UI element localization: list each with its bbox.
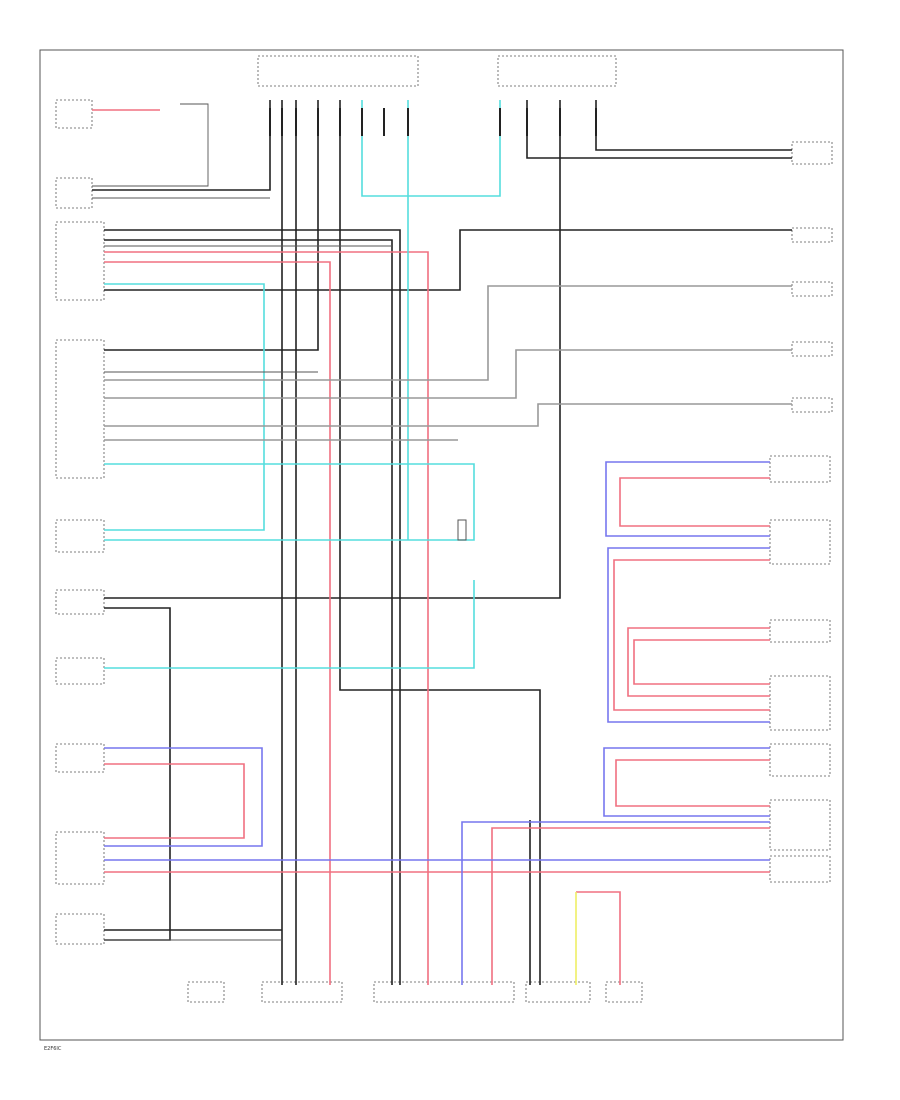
wire-thin-1 [92, 103, 209, 187]
left-module-8 [55, 743, 105, 773]
wire-black-8 [104, 100, 561, 599]
diagram-frame [39, 49, 844, 1041]
wire-black-1 [92, 100, 271, 191]
wire-black-9 [104, 607, 171, 941]
wire-blue-5 [603, 747, 770, 817]
wires-red [92, 109, 770, 985]
top-module-right [497, 55, 617, 87]
left-module-7 [55, 657, 105, 685]
left-module-2 [55, 177, 93, 209]
bottom-module-2 [261, 981, 343, 1003]
wire-red-4 [104, 763, 245, 839]
wire-red-3 [104, 261, 331, 985]
wire-cyan-1 [104, 283, 265, 531]
bottom-module-3 [373, 981, 515, 1003]
wire-gray-1 [104, 285, 792, 381]
wires-cyan [104, 100, 501, 669]
wires-black [92, 100, 792, 985]
wire-black-12 [595, 100, 792, 151]
right-module-5 [791, 397, 833, 413]
left-module-10 [55, 913, 105, 945]
right-module-2 [791, 227, 833, 243]
right-module-6 [769, 455, 831, 483]
wire-red-12 [633, 639, 770, 685]
wire-black-13 [104, 229, 792, 291]
wire-blue-4 [607, 547, 770, 723]
right-module-9 [769, 675, 831, 731]
wires-blue [104, 461, 770, 985]
left-module-6 [55, 589, 105, 615]
wire-gray-2 [104, 349, 792, 399]
wire-gray-3 [104, 403, 792, 427]
wire-blue-6 [461, 821, 770, 985]
top-module-left [257, 55, 419, 87]
right-module-11 [769, 799, 831, 851]
left-module-5 [55, 519, 105, 553]
wire-blue-3 [605, 461, 770, 537]
bottom-module-1 [187, 981, 225, 1003]
wire-red-9 [615, 759, 770, 807]
wire-black-6 [104, 100, 319, 351]
left-module-3 [55, 221, 105, 301]
wire-red-10 [491, 827, 770, 985]
wire-black-5 [104, 239, 393, 985]
wire-black-4 [104, 229, 401, 985]
resistor-symbol [457, 519, 467, 541]
right-module-7 [769, 519, 831, 565]
wires-thin [92, 103, 392, 941]
wire-red-8 [627, 627, 770, 697]
wires-gray [104, 285, 792, 441]
right-module-1 [791, 141, 833, 165]
right-module-12 [769, 855, 831, 883]
left-module-4 [55, 339, 105, 479]
wire-red-2 [104, 251, 429, 985]
right-module-8 [769, 619, 831, 643]
connector-ticks [269, 108, 597, 136]
diagram-code: E2F6IC [44, 1046, 62, 1052]
bottom-module-4 [525, 981, 591, 1003]
right-module-10 [769, 743, 831, 777]
wire-red-7 [613, 559, 770, 711]
wire-blue-1 [104, 747, 263, 847]
wire-cyan-2 [104, 463, 475, 541]
right-module-3 [791, 281, 833, 297]
wire-cyan-3 [104, 580, 475, 669]
right-module-4 [791, 341, 833, 357]
wire-red-6 [619, 477, 770, 527]
wire-black-7 [339, 100, 541, 985]
left-module-1 [55, 99, 93, 129]
wire-cyan-4 [361, 100, 501, 197]
bottom-module-5 [605, 981, 643, 1003]
wire-red-11 [576, 891, 621, 985]
left-module-9 [55, 831, 105, 885]
